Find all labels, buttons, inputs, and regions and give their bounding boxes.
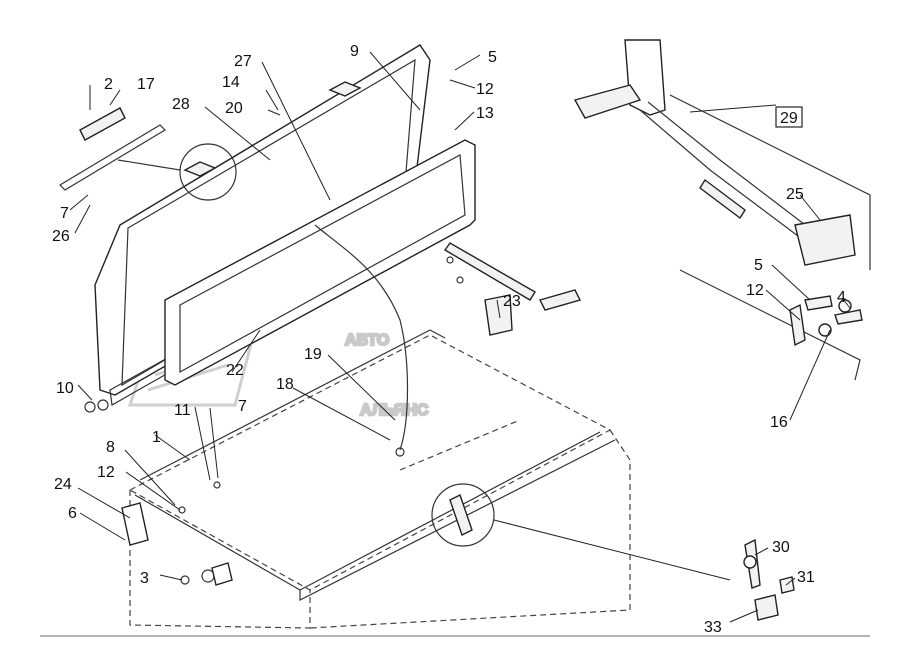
handle-detail: [59, 107, 237, 201]
leader-lines: [69, 51, 851, 623]
callout-22: 22: [226, 362, 244, 379]
callout-18: 18: [276, 376, 294, 393]
callout-17: 17: [137, 76, 155, 93]
callout-20: 20: [225, 100, 243, 117]
callout-box-29: [775, 106, 803, 128]
callout-16: 16: [770, 414, 788, 431]
callout-5-top: 5: [488, 49, 497, 66]
callout-23: 23: [503, 293, 521, 310]
callout-26: 26: [52, 228, 70, 245]
lock-detail: [431, 483, 795, 621]
callout-33: 33: [704, 619, 722, 636]
callout-28: 28: [172, 96, 190, 113]
callout-4: 4: [837, 289, 846, 306]
callout-10: 10: [56, 380, 74, 397]
hinge-parts: [84, 399, 233, 586]
box-body: [128, 329, 631, 629]
callout-24: 24: [54, 476, 72, 493]
callout-9: 9: [350, 43, 359, 60]
callout-30: 30: [772, 539, 790, 556]
callout-11: 11: [174, 402, 191, 419]
callout-2: 2: [104, 76, 113, 93]
watermark-logo: АВТО АЛЬЯНС: [127, 307, 430, 420]
callout-3: 3: [140, 570, 149, 587]
callout-12-left: 12: [97, 464, 115, 481]
support-arm-detail: [573, 39, 871, 381]
callout-7-bottom: 7: [238, 398, 247, 415]
callout-12-top: 12: [476, 81, 494, 98]
callout-29: 29: [780, 110, 798, 127]
callout-31: 31: [797, 569, 815, 586]
callout-25: 25: [786, 186, 804, 203]
lid-support: [164, 139, 476, 457]
callout-27: 27: [234, 53, 252, 70]
callout-12-right: 12: [746, 282, 764, 299]
watermark-line1: АВТО: [345, 332, 389, 349]
callout-13: 13: [476, 105, 494, 122]
strut-assembly: [443, 242, 582, 336]
callout-8: 8: [106, 439, 115, 456]
callout-6: 6: [68, 505, 77, 522]
watermark-line2: АЛЬЯНС: [360, 402, 429, 419]
callout-5-right: 5: [754, 257, 763, 274]
callout-19: 19: [304, 346, 322, 363]
callout-7-left: 7: [60, 205, 69, 222]
callout-labels: 1 2 3 4 5 5 6 7 7 8 9 10 11 12 12 12 13 …: [52, 43, 846, 636]
callout-14: 14: [222, 74, 240, 91]
callout-1: 1: [152, 429, 161, 446]
